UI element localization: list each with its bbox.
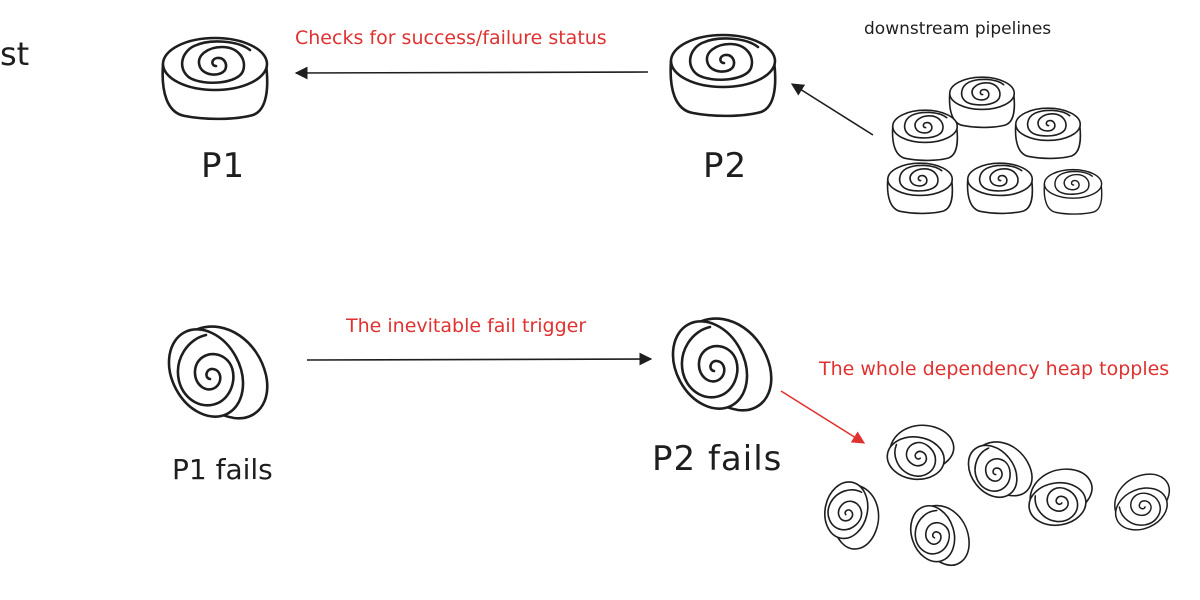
p2-fails-label: P2 fails [652,439,783,479]
p1-roll-icon [161,36,269,121]
p1-fails-label: P1 fails [172,453,273,486]
toppled-pipelines-heap [798,406,1178,576]
p2-roll-icon [669,33,777,118]
topple-label: The whole dependency heap topples [819,358,1170,380]
downstream-pipelines-label: downstream pipelines [864,19,1052,39]
fail-trigger-arrow [306,352,653,366]
status-check-arrow [294,66,649,80]
downstream-arrow [790,83,874,136]
p1-fails-roll-icon [153,315,269,431]
fail-trigger-label: The inevitable fail trigger [346,315,587,337]
status-check-label: Checks for success/failure status [295,27,607,49]
p2-fails-roll-icon [657,307,773,423]
downstream-pipelines-heap [886,76,1103,215]
topple-arrow [780,390,866,444]
p2-label: P2 [703,146,748,186]
p1-label: P1 [201,146,246,186]
cut-off-text: st [0,35,30,73]
